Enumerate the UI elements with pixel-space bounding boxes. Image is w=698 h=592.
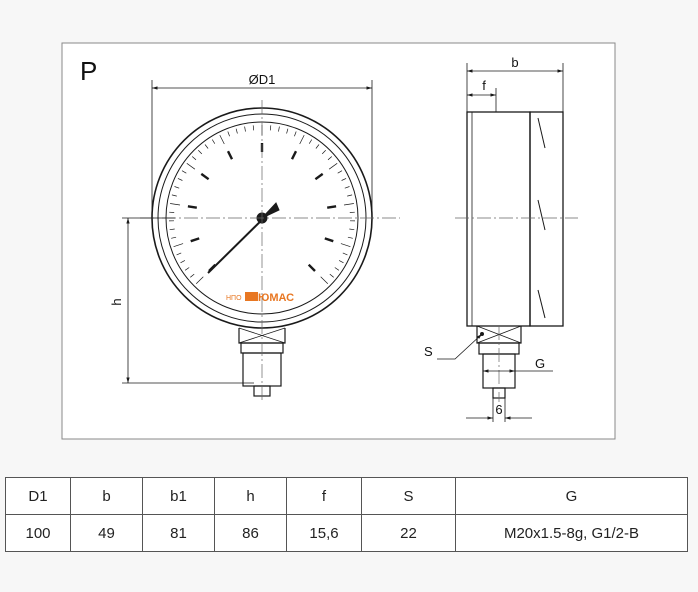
scale-marker	[290, 150, 298, 160]
scale-minor-tick	[169, 228, 175, 231]
scale-minor-tick	[278, 126, 280, 132]
header-cell: b	[70, 477, 143, 515]
dimension-d1-label: ØD1	[249, 72, 276, 87]
scale-minor-tick	[244, 126, 246, 132]
scale-minor-tick	[198, 149, 203, 155]
scale-minor-tick	[344, 186, 350, 189]
scale-minor-tick	[315, 144, 320, 149]
dimension-h-label: h	[109, 298, 124, 305]
header-cell: f	[286, 477, 362, 515]
scale-minor-tick	[184, 267, 190, 271]
header-cell: S	[361, 477, 456, 515]
dimension-s	[437, 333, 483, 360]
scale-major-tick	[186, 163, 196, 170]
table-row: 100 49 81 86 15,6 22 M20x1.5-8g, G1/2-B	[5, 514, 688, 552]
scale-minor-tick	[171, 194, 177, 197]
scale-minor-tick	[174, 186, 180, 189]
scale-major-tick	[170, 203, 181, 206]
scale-marker	[327, 205, 337, 209]
scale-minor-tick	[269, 125, 272, 131]
scale-minor-tick	[227, 131, 230, 137]
scale-minor-tick	[337, 170, 343, 174]
dimension-b	[466, 63, 564, 112]
scale-minor-tick	[338, 260, 344, 264]
scale-marker	[190, 237, 200, 243]
scale-minor-tick	[181, 170, 187, 174]
scale-minor-tick	[329, 273, 334, 278]
scale-marker	[200, 172, 210, 181]
dimension-s-label: S	[424, 344, 433, 359]
table-cell: 81	[142, 514, 215, 552]
scale-major-tick	[195, 276, 204, 285]
scale-marker	[307, 263, 316, 272]
header-cell: G	[455, 477, 688, 515]
dimension-f-label: f	[482, 78, 486, 93]
side-centerlines	[455, 217, 578, 402]
dimension-b-label: b	[511, 55, 518, 70]
header-cell: h	[214, 477, 287, 515]
scale-major-tick	[219, 134, 225, 145]
scale-minor-tick	[211, 139, 216, 144]
scale-minor-tick	[347, 194, 353, 197]
scale-major-tick	[320, 276, 329, 285]
front-centerlines	[140, 100, 400, 402]
scale-marker	[187, 205, 197, 209]
scale-minor-tick	[176, 252, 182, 256]
scale-minor-tick	[321, 149, 326, 155]
scale-minor-tick	[294, 131, 297, 137]
view-label: P	[80, 56, 97, 86]
brand-logo: НПО ЮМАС	[226, 292, 294, 304]
spec-table: D1 b b1 h f S G 100 49 81 86 15,6 22 M20…	[5, 477, 688, 552]
scale-minor-tick	[191, 156, 197, 161]
scale-minor-tick	[327, 156, 333, 161]
dimension-6-label: 6	[495, 402, 502, 417]
scale-major-tick	[328, 163, 338, 170]
scale-minor-tick	[177, 178, 183, 181]
table-header-row: D1 b b1 h f S G	[5, 477, 688, 515]
scale-marker	[226, 150, 234, 160]
scale-minor-tick	[349, 228, 355, 231]
scale-minor-tick	[180, 260, 186, 264]
scale-minor-tick	[204, 144, 209, 149]
scale-marker	[324, 237, 334, 243]
needle-tail	[261, 202, 280, 219]
table-cell: M20x1.5-8g, G1/2-B	[455, 514, 688, 552]
dimension-f	[467, 88, 497, 112]
scale-major-tick	[343, 203, 354, 206]
header-cell: b1	[142, 477, 215, 515]
side-bezel	[529, 111, 564, 327]
header-cell: D1	[5, 477, 71, 515]
dimension-g-label: G	[535, 356, 545, 371]
drawing-frame	[61, 42, 616, 440]
scale-minor-tick	[308, 139, 313, 144]
svg-text:ЮМАС: ЮМАС	[258, 292, 294, 304]
scale-major-tick	[299, 134, 305, 145]
scale-major-tick	[340, 243, 351, 248]
scale-minor-tick	[342, 252, 348, 256]
scale-marker	[314, 172, 324, 181]
scale-major-tick	[173, 243, 184, 248]
scale-minor-tick	[190, 273, 195, 278]
scale-minor-tick	[334, 267, 340, 271]
table-cell: 22	[361, 514, 456, 552]
scale-minor-tick	[252, 125, 255, 131]
svg-text:НПО: НПО	[226, 295, 242, 302]
scale-minor-tick	[341, 178, 347, 181]
table-cell: 15,6	[286, 514, 362, 552]
table-cell: 49	[70, 514, 143, 552]
table-cell: 100	[5, 514, 71, 552]
scale-minor-tick	[286, 128, 289, 134]
scale-minor-tick	[235, 128, 238, 134]
scale-minor-tick	[171, 236, 177, 239]
dimension-d1	[151, 80, 373, 215]
scale-minor-tick	[347, 236, 353, 239]
table-cell: 86	[214, 514, 287, 552]
dimension-h	[122, 217, 254, 384]
dimension-6	[466, 398, 532, 422]
